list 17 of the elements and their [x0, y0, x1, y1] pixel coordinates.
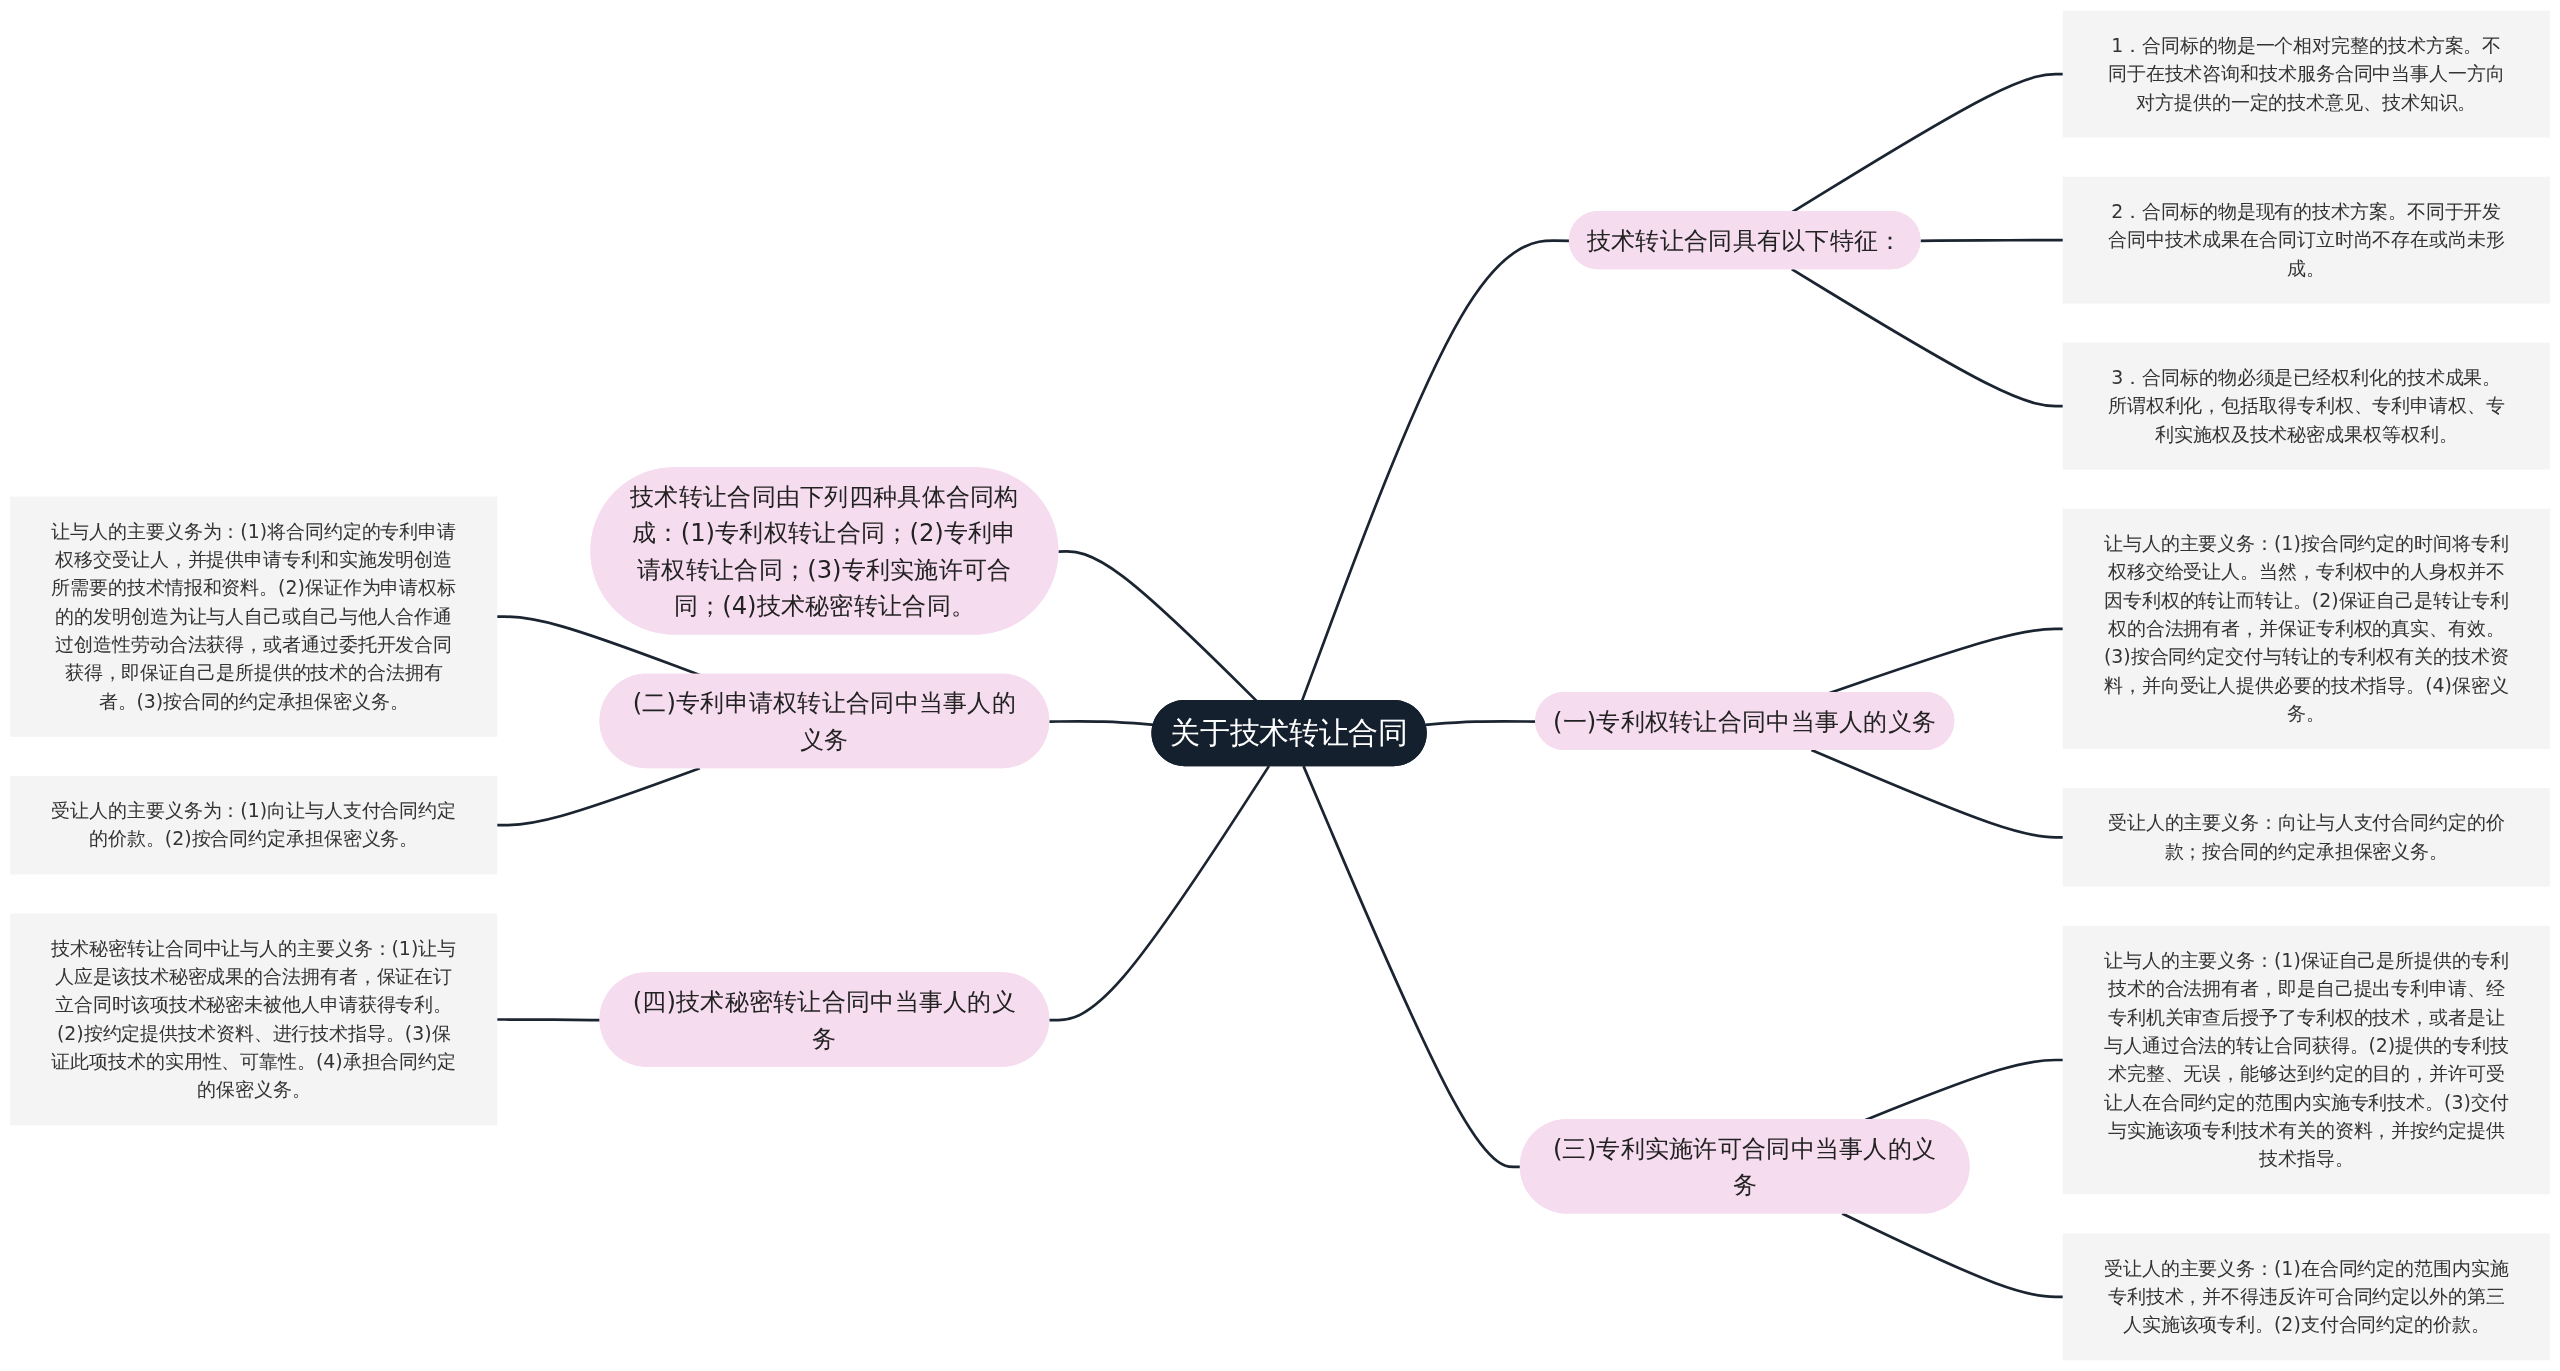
- node-box: 让与人的主要义务为：(1)将合同约定的专利申请权移交受让人，并提供申请专利和实施发明创造所需要的技术情报和资料。(2)保证作为申请权标的的发明创造为让与人自己或自己与他人合作通过创造性劳动合法获得，或者通过委托开发合同获得，即保证自己是所提供的技术的合法拥有者。(3)按合同的约定承担保密义务。: [10, 496, 498, 737]
- node-box: 让与人的主要义务：(1)按合同约定的时间将专利权移交给受让人。当然，专利权中的人身权并不因专利权的转让而转让。(2)保证自己是转让专利权的合法拥有者，并保证专利权的真实、有效。(3)按合同约定交付与转让的专利权有关的技术资料，并向受让人提供必要的技术指导。(4)保密义务。: [2062, 508, 2550, 749]
- connector: [496, 1018, 601, 1022]
- connector: [496, 766, 701, 827]
- connector: [1791, 268, 2064, 408]
- node-box: 技术秘密转让合同中让与人的主要义务：(1)让与人应是该技术秘密成果的合法拥有者，保证在订立合同时该项技术秘密未被他人申请获得专利。(2)按约定提供技术资料、进行技术指导。(3)保证此项技术的实用性、可靠性。(4)承担合同约定的保密义务。: [10, 913, 498, 1126]
- node-box: 3．合同标的物必须是已经权利化的技术成果。所谓权利化，包括取得专利权、专利申请权、专利实施权及技术秘密成果权等权利。: [2062, 342, 2550, 470]
- connector: [1810, 748, 2064, 839]
- node-box: 受让人的主要义务：(1)在合同约定的范围内实施专利技术，并不得违反许可合同约定以外的第三人实施该项专利。(2)支付合同约定的价款。: [2062, 1233, 2550, 1361]
- node-box: 受让人的主要义务为：(1)向让与人支付合同约定的价款。(2)按合同约定承担保密义务。: [10, 775, 498, 875]
- connector: [1049, 765, 1271, 1022]
- node-box: 让与人的主要义务：(1)保证自己是所提供的专利技术的合法拥有者，即是自己提出专利申请、经专利机关审查后授予了专利权的技术，或者是让与人通过合法的转让合同获得。(2)提供的专利技术完整、无误，能够达到约定的目的，并许可受让人在合同约定的范围内实施专利技术。(3)交付与实施该项专利技术有关的资料，并按约定提供技术指导。: [2062, 925, 2550, 1195]
- connector: [1841, 1212, 2064, 1299]
- connector: [1920, 238, 2064, 243]
- node-box: 受让人的主要义务：向让与人支付合同约定的价款；按合同的约定承担保密义务。: [2062, 788, 2550, 887]
- node-box: 2．合同标的物是现有的技术方案。不同于开发合同中技术成果在合同订立时尚不存在或尚未形成。: [2062, 176, 2550, 304]
- node-box: 1．合同标的物是一个相对完整的技术方案。不同于在技术咨询和技术服务合同中当事人一方向对方提供的一定的技术意见、技术知识。: [2062, 10, 2550, 138]
